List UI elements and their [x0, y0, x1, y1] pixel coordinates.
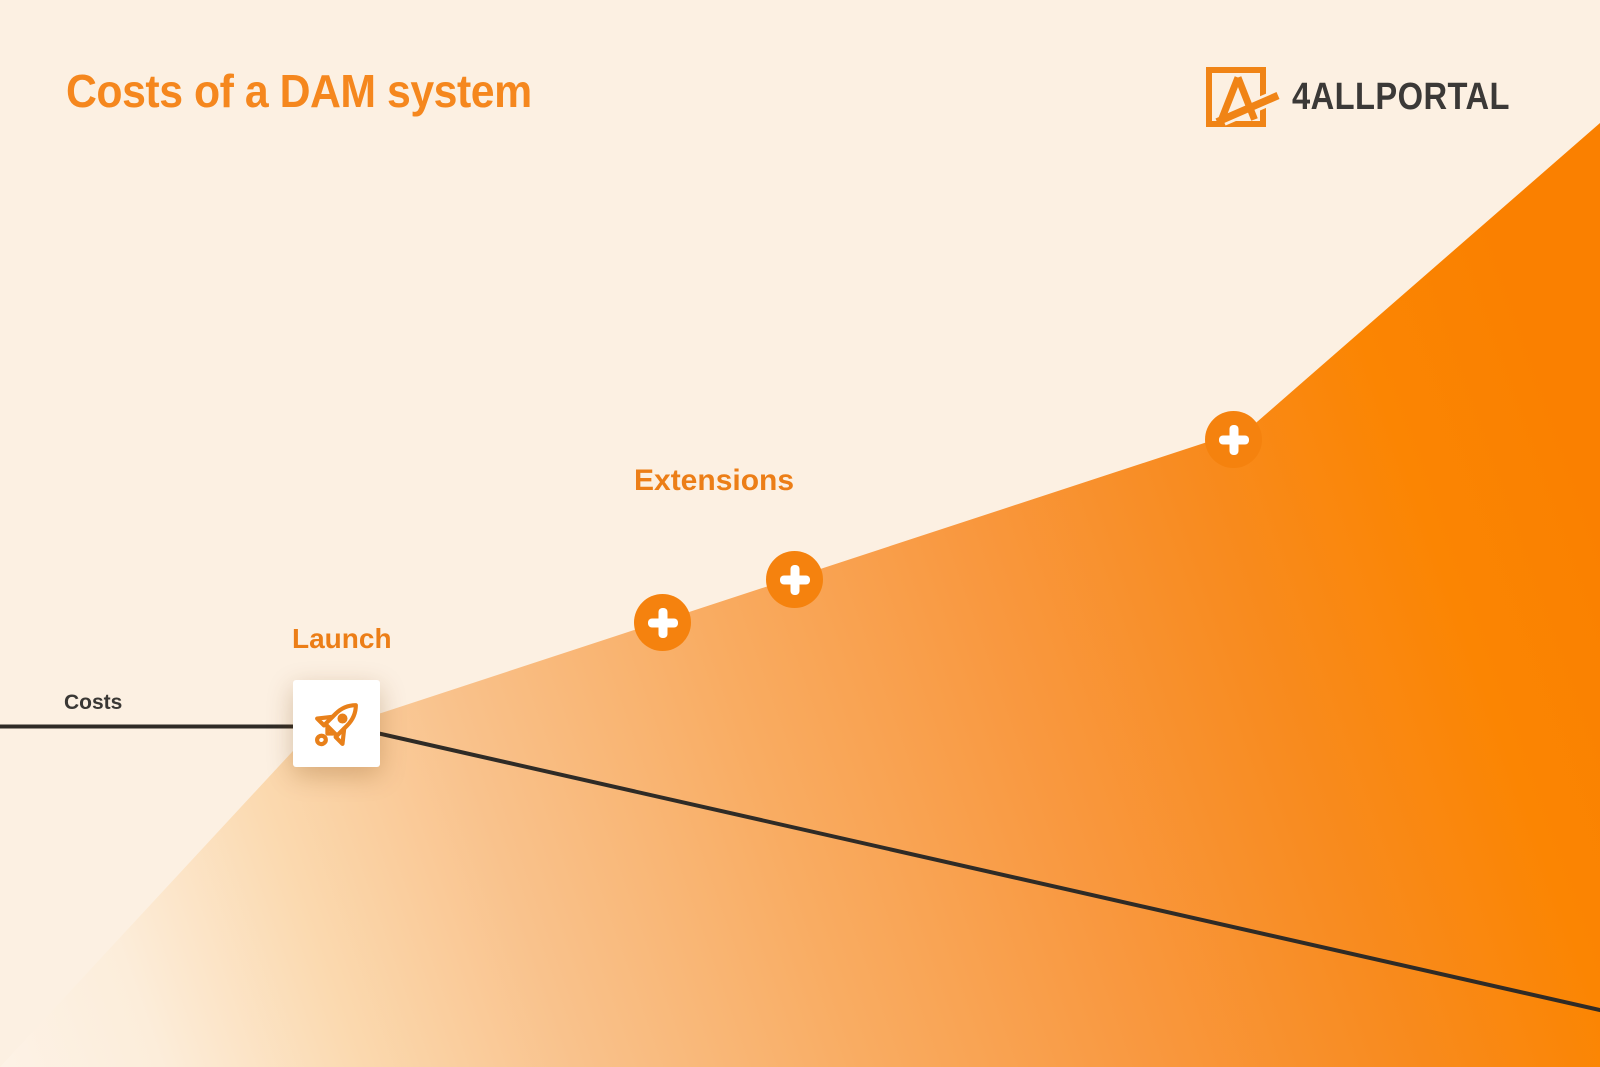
rocket-icon [314, 702, 358, 746]
extension-plus-marker-3[interactable] [1205, 411, 1262, 468]
costs-axis-label: Costs [64, 691, 123, 714]
page-title: Costs of a DAM system [66, 65, 532, 117]
plus-icon [634, 594, 691, 651]
plus-icon [1205, 411, 1262, 468]
launch-label: Launch [292, 623, 392, 654]
brand-logo: 4ALLPORTAL [1204, 66, 1545, 128]
extensions-label: Extensions [634, 464, 795, 497]
extension-plus-marker-2[interactable] [766, 551, 823, 608]
extension-plus-marker-1[interactable] [634, 594, 691, 651]
brand-name: 4ALLPORTAL [1292, 76, 1510, 118]
plus-icon [766, 551, 823, 608]
launch-card [293, 680, 380, 767]
costs-line-declining [347, 724, 1600, 1013]
4allportal-a-mark-icon [1206, 67, 1280, 127]
